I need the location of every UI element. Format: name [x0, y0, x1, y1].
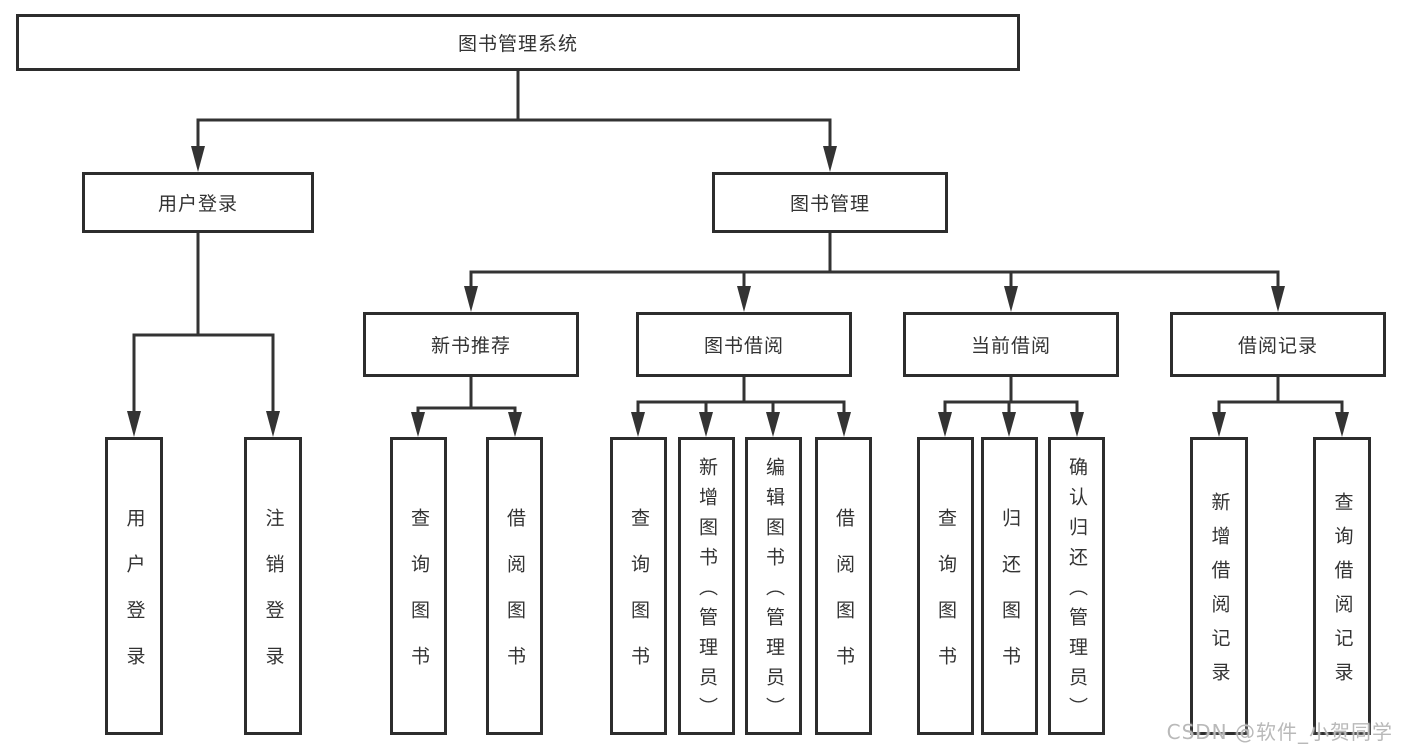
leaf-label: 确认归还（管理员）: [1066, 456, 1088, 727]
leaf-label: 注销登录: [262, 507, 285, 692]
node-label: 当前借阅: [970, 335, 1051, 357]
leaf-logout: 注销登录: [244, 437, 302, 735]
node-label: 用户登录: [157, 193, 238, 215]
leaf-query-books-borrow: 查询图书: [610, 437, 667, 735]
leaf-label: 查询图书: [408, 507, 430, 692]
leaf-user-login: 用户登录: [105, 437, 163, 735]
leaf-edit-book-admin: 编辑图书（管理员）: [745, 437, 802, 735]
leaf-label: 编辑图书（管理员）: [763, 456, 785, 727]
node-new-book-recommend: 新书推荐: [363, 312, 579, 377]
leaf-label: 新增图书（管理员）: [696, 456, 718, 727]
node-book-borrow: 图书借阅: [636, 312, 852, 377]
node-book-management: 图书管理: [712, 172, 948, 233]
leaf-add-book-admin: 新增图书（管理员）: [678, 437, 735, 735]
node-label: 图书借阅: [703, 335, 784, 357]
node-label: 借阅记录: [1237, 335, 1318, 357]
node-label: 新书推荐: [430, 335, 511, 357]
leaf-return-books: 归还图书: [981, 437, 1038, 735]
node-label: 图书管理系统: [457, 33, 578, 55]
csdn-watermark: CSDN @软件_小贺同学: [1166, 720, 1393, 744]
leaf-query-books-recommend: 查询图书: [390, 437, 447, 735]
leaf-label: 查询借阅记录: [1331, 491, 1354, 696]
leaf-label: 借阅图书: [504, 507, 526, 692]
leaf-label: 归还图书: [999, 507, 1021, 692]
leaf-query-borrow-record: 查询借阅记录: [1313, 437, 1371, 735]
node-current-borrow: 当前借阅: [903, 312, 1119, 377]
leaf-confirm-return-admin: 确认归还（管理员）: [1048, 437, 1105, 735]
leaf-label: 查询图书: [935, 507, 957, 692]
node-label: 图书管理: [789, 193, 870, 215]
leaf-label: 新增借阅记录: [1208, 491, 1231, 696]
node-library-management-system: 图书管理系统: [16, 14, 1020, 71]
leaf-label: 借阅图书: [833, 507, 855, 692]
connector-strokes: [132, 71, 1344, 414]
leaf-add-borrow-record: 新增借阅记录: [1190, 437, 1248, 735]
leaf-label: 查询图书: [628, 507, 650, 692]
leaf-borrow-books-recommend: 借阅图书: [486, 437, 543, 735]
leaf-borrow-books: 借阅图书: [815, 437, 872, 735]
node-borrow-records: 借阅记录: [1170, 312, 1386, 377]
leaf-query-books-current: 查询图书: [917, 437, 974, 735]
leaf-label: 用户登录: [123, 507, 146, 692]
arrowheads: [127, 146, 1349, 437]
node-user-login: 用户登录: [82, 172, 314, 233]
